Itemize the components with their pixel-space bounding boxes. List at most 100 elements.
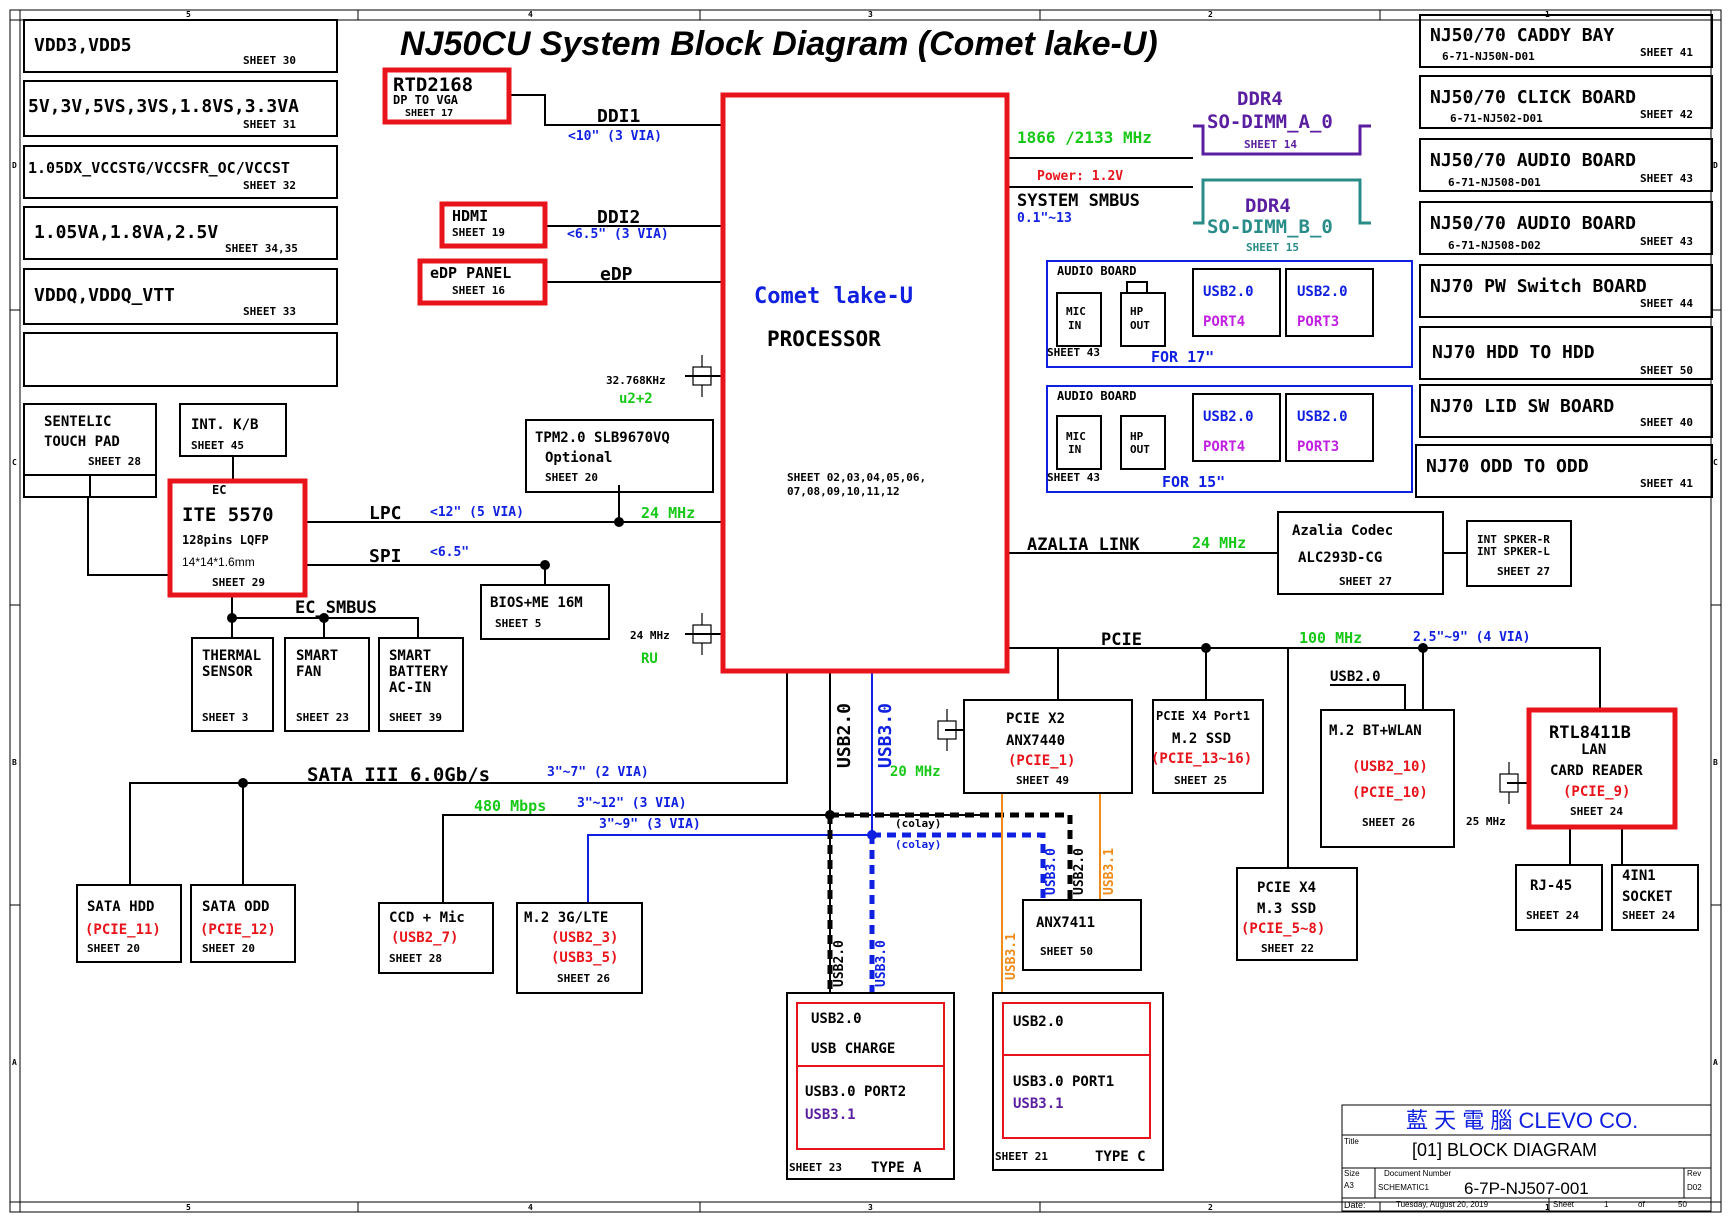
usb30-vertical-label: USB3.0 [1044, 848, 1059, 895]
audio15-port: PORT3 [1297, 439, 1339, 455]
power-label: VDDQ,VDDQ_VTT [34, 285, 175, 306]
board-label: NJ70 HDD TO HDD [1432, 342, 1595, 363]
codec-label: ALC293D-CG [1298, 550, 1382, 566]
ccd-box [378, 902, 494, 974]
audio17-usb-a [1192, 268, 1281, 337]
usb30-vertical-label: USB3.0 [875, 703, 896, 768]
sheet-ref: SHEET 34,35 [225, 242, 298, 255]
sheet-ref: SHEET 40 [1640, 416, 1693, 429]
sheet-ref: SHEET 50 [1040, 945, 1093, 958]
socket-label: 4IN1 [1622, 868, 1656, 884]
usb30-vertical-label: USB3.0 [874, 940, 889, 987]
row-label: C [12, 458, 17, 467]
sheet-ref: SHEET 43 [1047, 471, 1100, 484]
board-box [1419, 201, 1713, 255]
usb31-wires [1001, 790, 1101, 993]
audio17-for: FOR 17" [1151, 348, 1214, 366]
audio15-mic-label: IN [1068, 443, 1081, 456]
diagram-title: NJ50CU System Block Diagram (Comet lake-… [400, 25, 1158, 63]
typec-box [992, 992, 1164, 1171]
typec-port-usb3 [1002, 1054, 1151, 1139]
board-code: 6-71-NJ50N-D01 [1442, 50, 1535, 63]
power-box [23, 19, 338, 73]
kb-label: INT. K/B [191, 417, 258, 433]
sheet-ref: SHEET 24 [1526, 909, 1579, 922]
lte-port: (USB2_3) [551, 930, 618, 946]
sheet-ref: SHEET 28 [389, 952, 442, 965]
ccd-label: CCD + Mic [389, 910, 465, 926]
power-label: VDD3,VDD5 [34, 35, 132, 56]
lpc-len: <12" (5 VIA) [430, 505, 524, 520]
typea-port-usb3 [796, 1065, 945, 1150]
audio17-usb-label: USB2.0 [1203, 284, 1254, 300]
usb20-label: USB2.0 [1330, 669, 1381, 685]
sheet-ref: SHEET 5 [495, 617, 541, 630]
board-label: NJ50/70 AUDIO BOARD [1430, 213, 1636, 234]
sheet-ref: SHEET 44 [1640, 297, 1693, 310]
board-label: NJ70 ODD TO ODD [1426, 456, 1589, 477]
tb-label: Sheet [1553, 1200, 1575, 1209]
audio15-mic-label: MIC [1066, 430, 1086, 443]
sheet-ref: SHEET 43 [1640, 172, 1693, 185]
typea-label: USB CHARGE [811, 1041, 895, 1057]
junctions [227, 517, 1428, 820]
tb-rev: D02 [1687, 1183, 1702, 1192]
row-label: C [1713, 458, 1718, 467]
m3ssd-box [1236, 867, 1358, 961]
ec-box [167, 478, 308, 598]
speaker-label: INT SPKER-R [1477, 533, 1550, 546]
power-label: 1.05DX_VCCSTG/VCCSFR_OC/VCCST [28, 159, 290, 177]
audio15-hp [1120, 415, 1166, 470]
tpm-box [525, 419, 714, 493]
audio15-usb-b [1285, 393, 1374, 462]
tb-label: Date: [1344, 1200, 1366, 1210]
edp-box [417, 258, 548, 306]
sheet-ref: SHEET 20 [545, 471, 598, 484]
cpu-sheets: SHEET 02,03,04,05,06, [787, 471, 926, 484]
col-label: 4 [528, 1203, 533, 1212]
touchpad-label: TOUCH PAD [44, 434, 120, 450]
sheet-ref: SHEET 21 [995, 1150, 1048, 1163]
sheet-ref: SHEET 31 [243, 118, 296, 131]
board-box [1419, 138, 1713, 192]
dimm-b-name: SO-DIMM_B_0 [1207, 216, 1333, 238]
usb-480-label: 480 Mbps [474, 797, 546, 815]
row-label: B [12, 758, 17, 767]
audio15-port: PORT4 [1203, 439, 1245, 455]
codec-label: Azalia Codec [1292, 523, 1393, 539]
lte-port: (USB3_5) [551, 950, 618, 966]
ssd-box [1152, 699, 1264, 794]
col-label: 3 [868, 10, 873, 19]
audio17-box [1046, 260, 1413, 368]
wlan-box [1320, 709, 1455, 848]
tb-size: A3 [1344, 1181, 1354, 1190]
battery-label: BATTERY [389, 664, 449, 680]
pcie-len: 2.5"~9" (4 VIA) [1413, 630, 1530, 645]
ddi1-label: DDI1 [597, 106, 640, 127]
tb-docnum: 6-7P-NJ507-001 [1464, 1179, 1589, 1198]
wlan-label: M.2 BT+WLAN [1329, 723, 1422, 739]
anx7411-box [1022, 899, 1142, 971]
board-box [1419, 75, 1713, 129]
m3ssd-label: M.3 SSD [1257, 901, 1316, 917]
anx7411-label: ANX7411 [1036, 915, 1095, 931]
lpc-label: LPC [369, 503, 402, 524]
socket-box [1611, 864, 1699, 931]
usb31-vertical-label: USB3.1 [1102, 848, 1117, 895]
wlan-port: (USB2_10) [1352, 759, 1428, 775]
azalia-label: AZALIA LINK [1027, 535, 1140, 555]
ssd-label: M.2 SSD [1172, 731, 1231, 747]
sheet-ref: SHEET 22 [1261, 942, 1314, 955]
board-label: NJ50/70 CADDY BAY [1430, 25, 1614, 46]
row-label: D [1713, 161, 1718, 170]
sheet-ref: SHEET 50 [1640, 364, 1693, 377]
ec-smbus-label: EC_SMBUS [295, 598, 377, 618]
power-box [23, 332, 338, 387]
tb-label: of [1638, 1200, 1645, 1209]
audio15-box [1046, 385, 1413, 493]
tb-of: 50 [1678, 1200, 1687, 1209]
ec-tag: EC [212, 483, 226, 497]
tb-label: Document Number [1384, 1169, 1451, 1178]
colay-wires [827, 812, 1073, 993]
battery-label: AC-IN [389, 680, 431, 696]
